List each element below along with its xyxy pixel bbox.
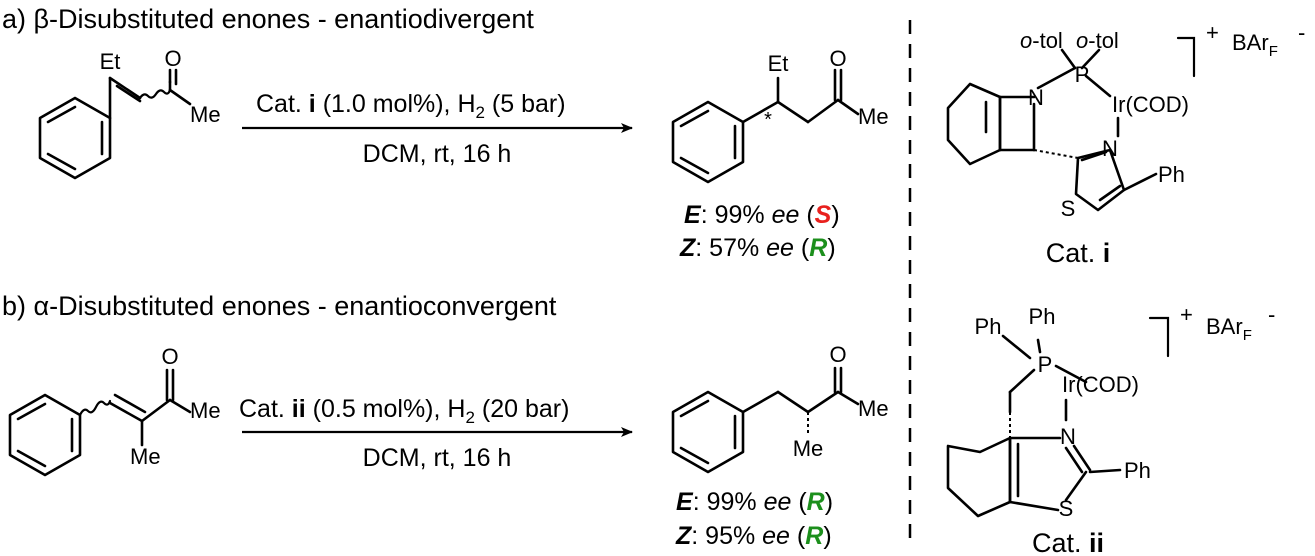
cat-i-nitrogen-2: N (1102, 136, 1118, 161)
product-b-me-1: Me (858, 396, 889, 421)
substrate-b-phenyl-ring (8, 393, 82, 477)
substrate-b-o: O (161, 344, 178, 369)
config-label: R (807, 488, 825, 516)
cat-i-otol-1: o-tol (1020, 28, 1063, 53)
config-label: S (815, 201, 832, 229)
product-a-o: O (829, 46, 846, 71)
cat-i-otol-2: o-tol (1076, 28, 1119, 53)
result-a-e: E: 99% ee (S) (684, 201, 840, 229)
substrate-a-structure (38, 68, 192, 180)
config-label: R (809, 234, 827, 262)
cat-ii-phenyl-2: Ph (1029, 304, 1056, 329)
product-b-me-2: Me (793, 436, 824, 461)
wavy-bond (138, 88, 172, 100)
conditions-a-line2: DCM, rt, 16 h (363, 140, 512, 168)
cat-i-counterion: BArF (1232, 30, 1278, 60)
product-a-me: Me (858, 104, 889, 129)
cat-ii-phenyl-1: Ph (975, 314, 1002, 339)
cat-ii-counterion-charge: - (1268, 302, 1275, 327)
bracket-b (1148, 316, 1170, 358)
result-b-e: E: 99% ee (R) (676, 488, 833, 516)
cat-i-phosphorus: P (1075, 62, 1090, 87)
cat-ii-label: Cat. ii (1032, 528, 1104, 556)
substrate-a-o: O (164, 46, 181, 71)
cat-ii-phosphorus: P (1038, 352, 1053, 377)
conditions-a-line1: Cat. i (1.0 mol%), H2 (5 bar) (256, 90, 566, 122)
product-a-phenyl-ring (671, 100, 745, 184)
conditions-b-line2: DCM, rt, 16 h (363, 444, 512, 472)
cat-i-counterion-charge: - (1298, 20, 1305, 45)
product-b-o: O (829, 342, 846, 367)
wavy-bond (78, 399, 112, 417)
result-b-z: Z: 95% ee (R) (675, 522, 832, 550)
catalyst-i-structure (946, 48, 1158, 212)
substrate-b-me-1: Me (190, 398, 221, 423)
product-a-structure (671, 68, 860, 184)
cat-i-charge: + (1206, 20, 1219, 45)
cat-ii-counterion: BArF (1206, 314, 1252, 344)
cat-ii-iridium: Ir(COD) (1062, 372, 1139, 397)
product-a-et: Et (768, 51, 789, 76)
result-a-z: Z: 57% ee (R) (679, 234, 836, 262)
cat-ii-nitrogen: N (1060, 424, 1076, 449)
substrate-a-me: Me (190, 102, 221, 127)
config-label: R (805, 522, 823, 550)
section-a-title: a) β-Disubstituted enones - enantiodiver… (2, 4, 534, 34)
catalyst-ii-structure (946, 334, 1122, 518)
conditions-b-line1: Cat. ii (0.5 mol%), H2 (20 bar) (239, 395, 569, 427)
cat-i-nitrogen-1: N (1028, 85, 1044, 110)
product-b-structure (671, 366, 860, 474)
product-a-stereocenter-star: * (764, 109, 772, 131)
cat-i-iridium: Ir(COD) (1112, 92, 1189, 117)
substrate-b-me-2: Me (130, 444, 161, 469)
cat-i-label: Cat. i (1046, 238, 1111, 268)
cat-i-sulfur: S (1061, 196, 1076, 221)
product-b-phenyl-ring (671, 390, 745, 474)
substrate-a-phenyl-ring (38, 96, 112, 180)
substrate-a-et: Et (100, 49, 121, 74)
cat-ii-phenyl-3: Ph (1124, 458, 1151, 483)
section-b-title: b) α-Disubstituted enones - enantioconve… (2, 291, 557, 321)
substrate-b-structure (8, 368, 192, 477)
cat-i-phenyl: Ph (1158, 162, 1185, 187)
cat-ii-charge: + (1180, 302, 1193, 327)
cat-ii-sulfur: S (1059, 496, 1074, 521)
bracket-a (1176, 36, 1196, 78)
